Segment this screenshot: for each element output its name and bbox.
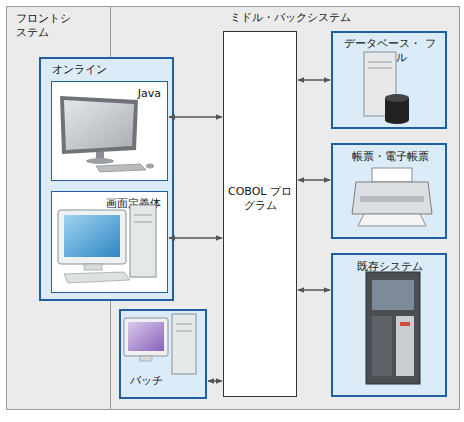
- node-label: フロントシ ステム: [16, 12, 82, 40]
- node-label: オンライン: [52, 63, 132, 77]
- node-label: 帳票・電子帳票: [336, 150, 444, 164]
- node-label: 画面定義体: [91, 197, 161, 211]
- cobol-program-box: COBOL プログラム: [223, 31, 297, 397]
- online-group: オンライン Java 画面定義体: [39, 57, 174, 301]
- node-label: 既存システム: [336, 260, 444, 274]
- report-box: 帳票・電子帳票: [331, 143, 447, 239]
- node-label: ミドル・バックシステム: [200, 11, 380, 25]
- node-label: Java: [121, 87, 161, 101]
- existing-system-box: 既存システム: [331, 253, 447, 397]
- java-box: Java: [51, 81, 168, 181]
- node-label: バッチ: [130, 374, 180, 388]
- node-label: COBOL プログラム: [225, 185, 295, 213]
- database-box: データベース・ ファイル: [331, 31, 447, 129]
- screen-def-box: 画面定義体: [51, 191, 168, 293]
- node-label: データベース・ ファイル: [342, 37, 438, 65]
- batch-box: バッチ: [119, 309, 207, 399]
